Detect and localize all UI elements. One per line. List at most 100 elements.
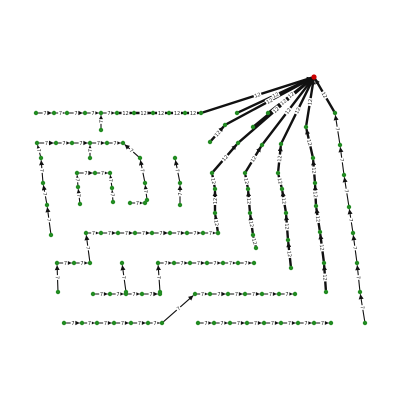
edge-weight-label: 7 [192, 230, 198, 237]
edge-weight-label: 12 [212, 218, 221, 228]
edge-weight-text: 7 [38, 169, 44, 173]
edge-weight-label-bg [152, 320, 158, 326]
edge-weight-text: 7 [213, 261, 216, 267]
node-r3 [64, 110, 70, 116]
edge-weight-label-bg [234, 291, 239, 297]
edge-weight-label: 12 [278, 97, 289, 107]
edge-weight-label: 7 [35, 147, 43, 154]
edge-weight-label-bg [121, 110, 130, 116]
node-i1 [90, 291, 96, 297]
node-l6 [278, 320, 284, 326]
edge-weight-text: 7 [113, 141, 116, 147]
edge-weight-label-bg [303, 320, 309, 326]
edge-weight-text: 7 [204, 321, 207, 327]
edge-weight-text: 7 [159, 231, 162, 237]
edge-weight-text: 7 [142, 231, 145, 237]
node-f3 [115, 230, 121, 236]
node-h3 [187, 260, 193, 266]
edge-weight-text: 12 [285, 251, 292, 258]
node-w2 [212, 210, 218, 216]
edge-weight-text: 7 [74, 178, 80, 182]
edge-weight-label-bg [212, 260, 218, 266]
edge-weight-label-bg [359, 304, 366, 311]
edge-weight-text: 7 [229, 261, 232, 267]
edge-weight-text: 7 [35, 148, 42, 153]
edge-weight-label: 7 [79, 260, 85, 267]
edge-weight-text: 7 [304, 321, 307, 327]
edge-weight-text: 7 [91, 111, 94, 117]
edge-weight-label-bg [334, 126, 341, 132]
edge-weight-label-bg [321, 273, 329, 282]
edge-weight-label-bg [83, 170, 89, 176]
edge-weight-label-bg [106, 110, 112, 116]
edge-weight-label-bg [200, 291, 205, 297]
edge-weight-label: 7 [44, 140, 49, 147]
edge-weight-label: 7 [107, 177, 115, 184]
edge-weight-text: 7 [271, 321, 274, 327]
edge-weight-text: 7 [107, 111, 110, 117]
edge-weight-text: 7 [164, 261, 167, 267]
edge-weight-label-bg [278, 97, 289, 107]
edge-weight-label: 7 [270, 320, 275, 327]
edge-weight-label: 12 [248, 154, 258, 164]
edge-weight-label: 7 [120, 274, 128, 281]
edge-weight-text: 7 [107, 179, 113, 183]
edge-weight-label: 7 [138, 167, 146, 174]
edge-weight-label-bg [137, 320, 142, 326]
edge-weight-label: 12 [157, 110, 165, 117]
edge-weight-label: 7 [142, 188, 150, 195]
edge-weight-label-bg [99, 291, 104, 297]
edge-weight-label: 7 [107, 230, 112, 237]
node-s4 [313, 203, 319, 209]
edge-weight-label: 12 [318, 243, 326, 252]
node-l9 [328, 320, 334, 326]
edge-weight-text: 7 [177, 231, 180, 237]
edge-weight-text: 7 [201, 292, 204, 298]
edge-weight-label: 7 [176, 230, 181, 237]
edge-weight-label: 7 [131, 291, 137, 298]
node-y2 [283, 210, 289, 216]
edge-weight-label: 7 [63, 260, 68, 267]
edge-weight-label-bg [247, 219, 256, 229]
node-t9 [242, 170, 248, 176]
edge-weight-label: 7 [98, 119, 105, 124]
edge-weight-label: 7 [124, 230, 129, 237]
edge-weight-label: 12 [209, 176, 218, 186]
edge-weight-label-bg [219, 320, 225, 326]
edge-weight-label-bg [271, 105, 281, 115]
node-b6 [120, 140, 126, 146]
edge-weight-text: 7 [285, 292, 288, 298]
edge-weight-label-bg [284, 291, 290, 297]
node-s2 [310, 155, 316, 161]
edge-weight-text: 12 [287, 91, 296, 100]
edge-weight-text: 12 [307, 99, 314, 106]
edge-weight-label: 7 [287, 320, 292, 327]
edge-weight-label-bg [212, 218, 221, 228]
edge-weight-label: 7 [106, 110, 112, 117]
node-s3 [312, 180, 318, 186]
node-r9 [166, 110, 172, 116]
node-y4 [288, 265, 294, 271]
edge-weight-label: 7 [148, 291, 154, 298]
edge-weight-label: 7 [112, 140, 118, 147]
edge-weight-label-bg [310, 166, 318, 175]
node-r8 [150, 110, 156, 116]
edge-weight-label-bg [338, 157, 346, 163]
edge-weight-label: 7 [73, 110, 79, 117]
node-c2 [40, 180, 46, 186]
edge-weight-text: 7 [176, 306, 182, 313]
node-l8 [311, 320, 317, 326]
edge-weight-label: 7 [200, 291, 205, 298]
edge-weight-text: 7 [41, 192, 47, 196]
edge-weight-text: 7 [254, 321, 257, 327]
edge-weight-label: 7 [219, 320, 225, 327]
edge-weight-label-bg [283, 106, 293, 116]
edge-weight-label-bg [131, 291, 137, 297]
node-t4 [207, 139, 213, 145]
edge-weight-text: 7 [79, 141, 82, 147]
edge-weight-label-bg [287, 320, 292, 326]
edge-weight-text: 7 [45, 141, 48, 147]
node-e9 [142, 200, 148, 206]
node-k2 [79, 320, 85, 326]
